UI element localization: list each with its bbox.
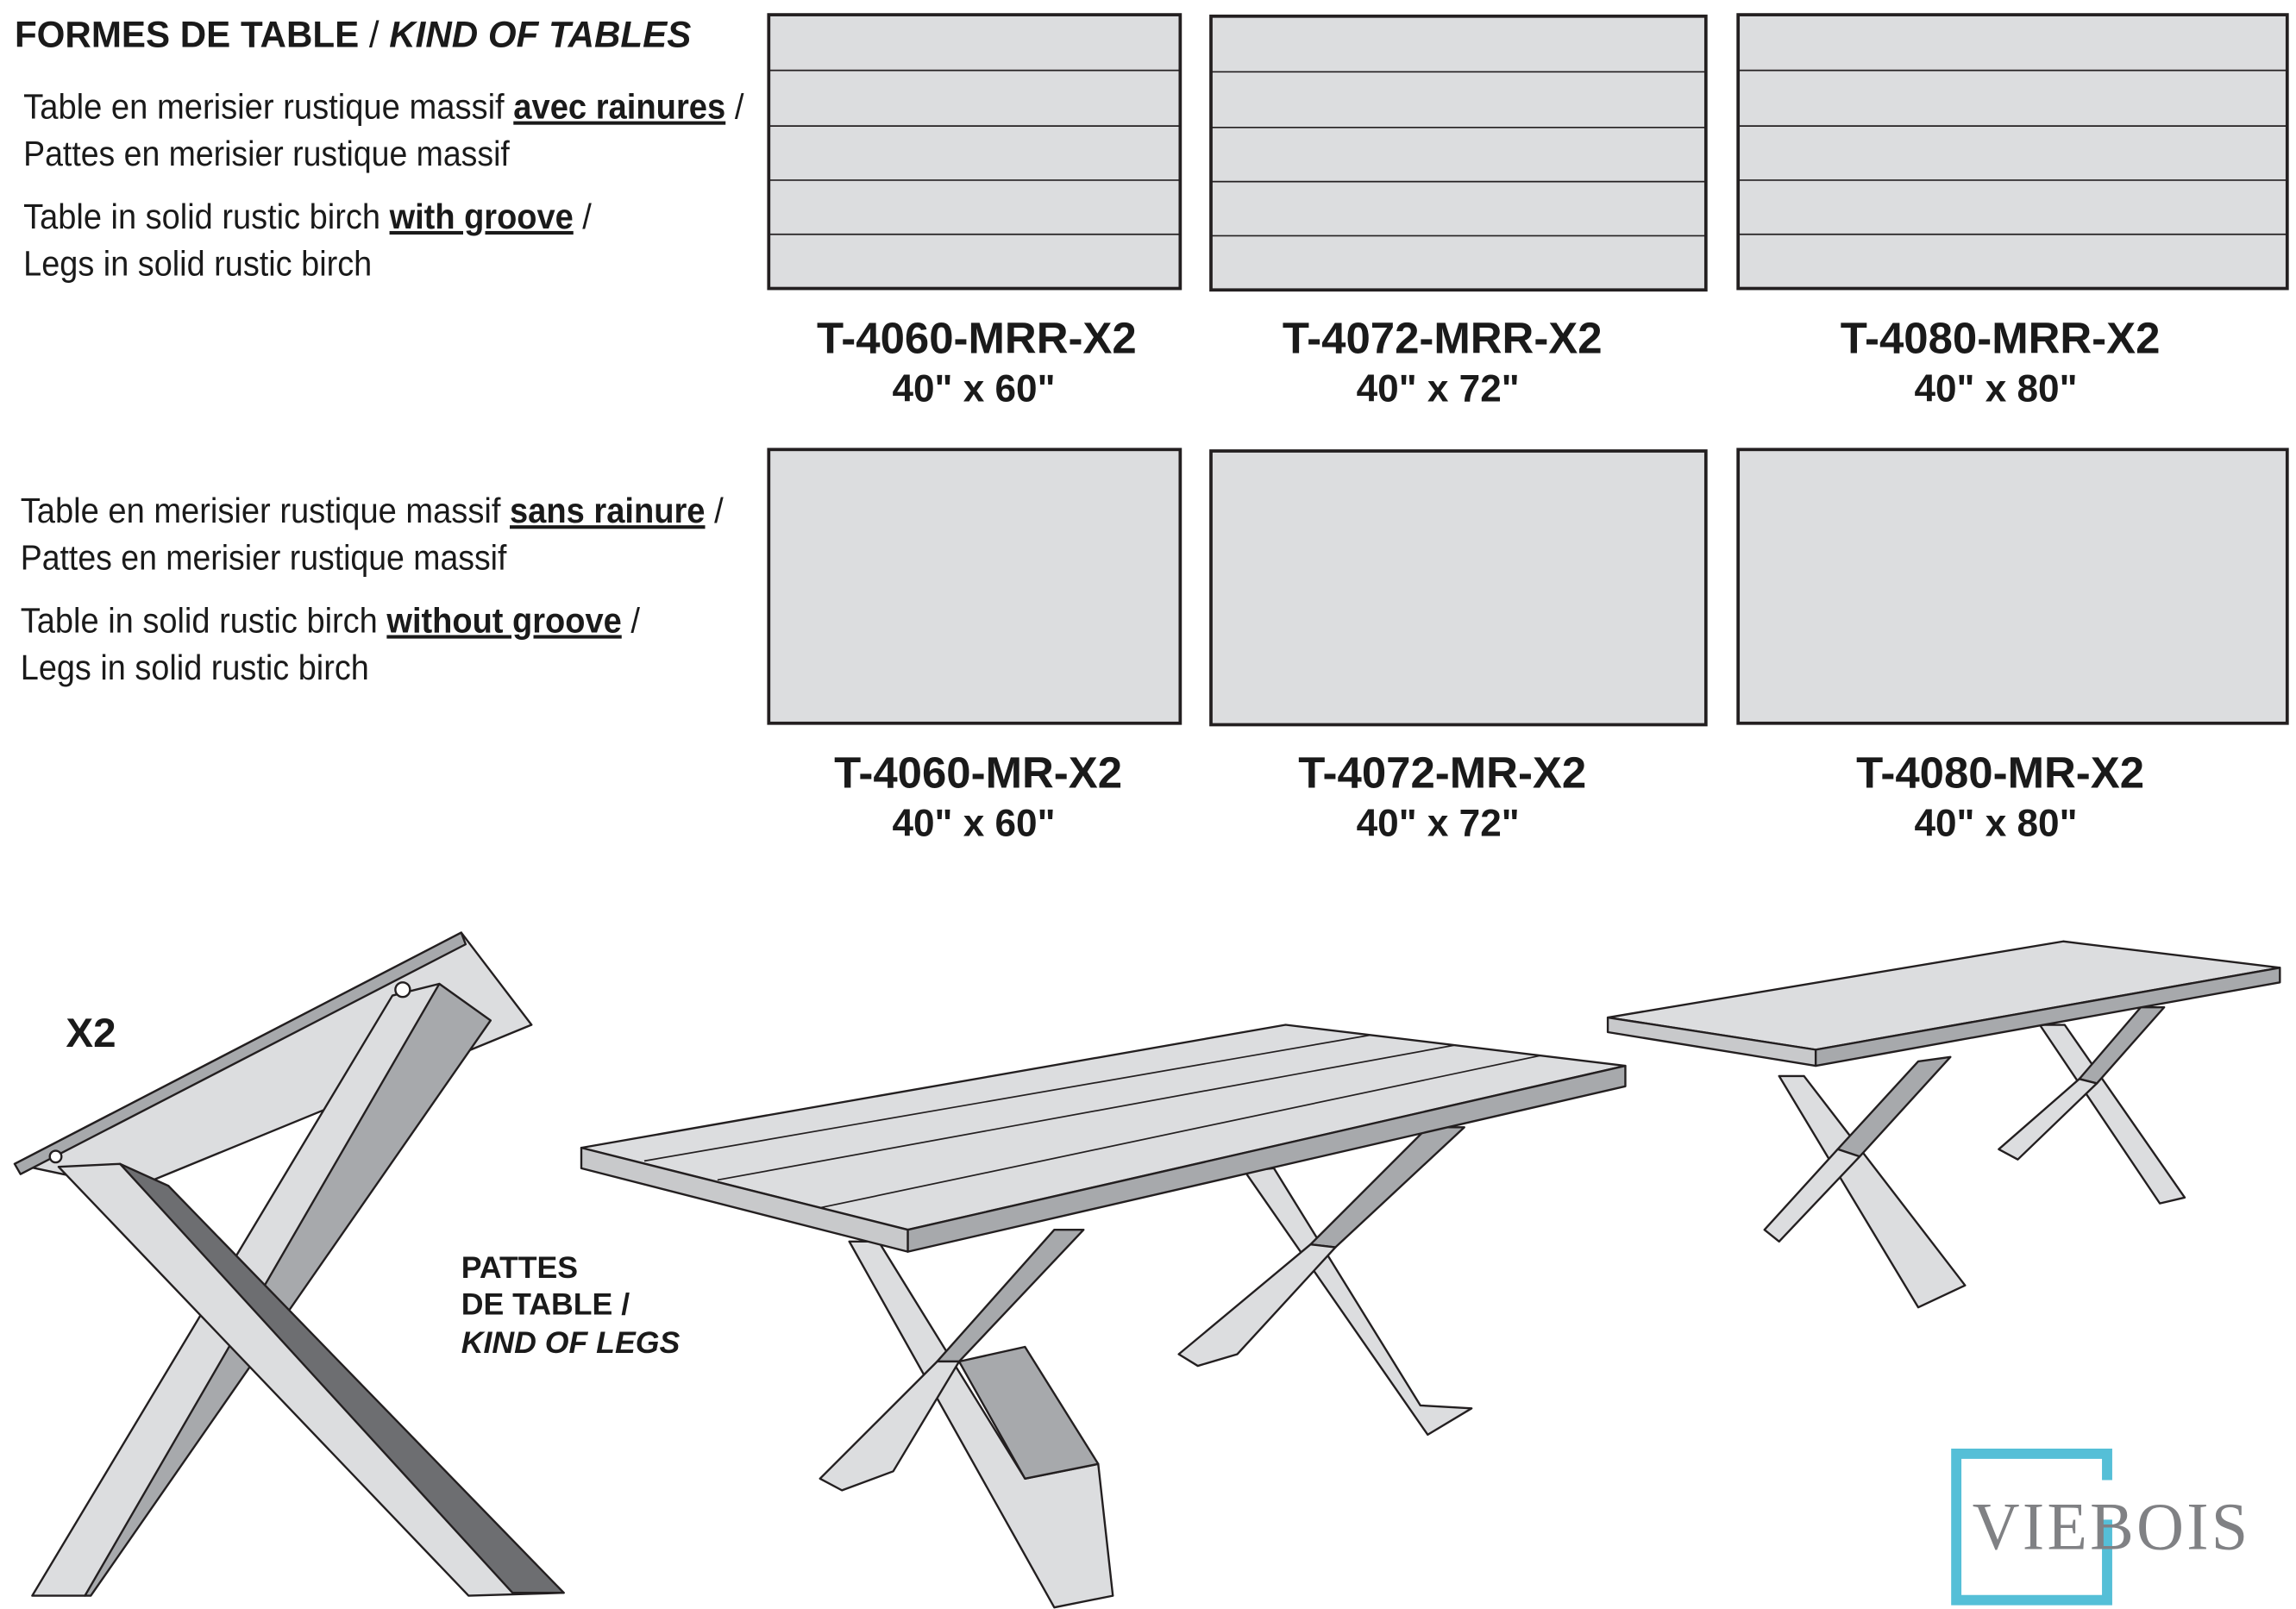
model-size: 40" x 72"	[1357, 367, 1520, 410]
svg-text:VIEBOIS: VIEBOIS	[1973, 1488, 2251, 1563]
table-top-plain-4072	[1209, 449, 1708, 727]
svg-text:Table in solid rustic birch wi: Table in solid rustic birch without groo…	[21, 601, 641, 641]
plain-table-illustration	[1606, 940, 2281, 1309]
plain-description: Table en merisier rustique massif sans r…	[21, 491, 725, 687]
model-code: T-4072-MR-X2	[1298, 748, 1586, 797]
table-top-grooved-4072	[1209, 14, 1708, 292]
table-top-grooved-4060	[767, 13, 1183, 291]
svg-text:Table en merisier rustique mas: Table en merisier rustique massif sans r…	[21, 491, 725, 530]
viebois-logo: VIEBOIS	[1951, 1448, 2251, 1606]
x-leg-illustration	[13, 931, 565, 1597]
model-size: 40" x 80"	[1914, 803, 2077, 845]
model-size: 40" x 60"	[892, 367, 1055, 410]
svg-text:DE TABLE /: DE TABLE /	[461, 1287, 630, 1322]
model-code: T-4072-MRR-X2	[1283, 313, 1603, 362]
model-code: T-4080-MR-X2	[1856, 748, 2144, 797]
svg-text:Pattes en merisier rustique ma: Pattes en merisier rustique massif	[21, 538, 507, 578]
model-size: 40" x 72"	[1357, 803, 1520, 845]
svg-text:Table in solid rustic birch wi: Table in solid rustic birch with groove …	[23, 197, 592, 236]
legs-label: PATTES DE TABLE / KIND OF LEGS	[461, 1250, 681, 1360]
svg-text:Legs in solid rustic birch: Legs in solid rustic birch	[23, 243, 372, 283]
svg-text:Table en merisier rustique mas: Table en merisier rustique massif avec r…	[23, 87, 744, 127]
model-size: 40" x 80"	[1914, 367, 2077, 410]
svg-text:PATTES: PATTES	[461, 1250, 578, 1285]
model-code: T-4060-MR-X2	[834, 748, 1122, 797]
groove-description: Table en merisier rustique massif avec r…	[23, 87, 744, 284]
svg-text:Pattes en merisier rustique ma: Pattes en merisier rustique massif	[23, 134, 510, 173]
page-title: FORMES DE TABLE / KIND OF TABLES	[15, 14, 691, 54]
table-top-plain-4060	[767, 448, 1183, 725]
model-size: 40" x 60"	[892, 803, 1055, 845]
grooved-table-illustration	[580, 1024, 1627, 1609]
model-code: T-4060-MRR-X2	[817, 313, 1137, 362]
svg-text:KIND OF LEGS: KIND OF LEGS	[461, 1325, 681, 1360]
legs-quantity: X2	[66, 1011, 116, 1056]
table-top-grooved-4080	[1736, 13, 2289, 291]
table-top-plain-4080	[1736, 448, 2289, 725]
model-code: T-4080-MRR-X2	[1841, 313, 2161, 362]
svg-text:Legs in solid rustic birch: Legs in solid rustic birch	[21, 648, 369, 687]
